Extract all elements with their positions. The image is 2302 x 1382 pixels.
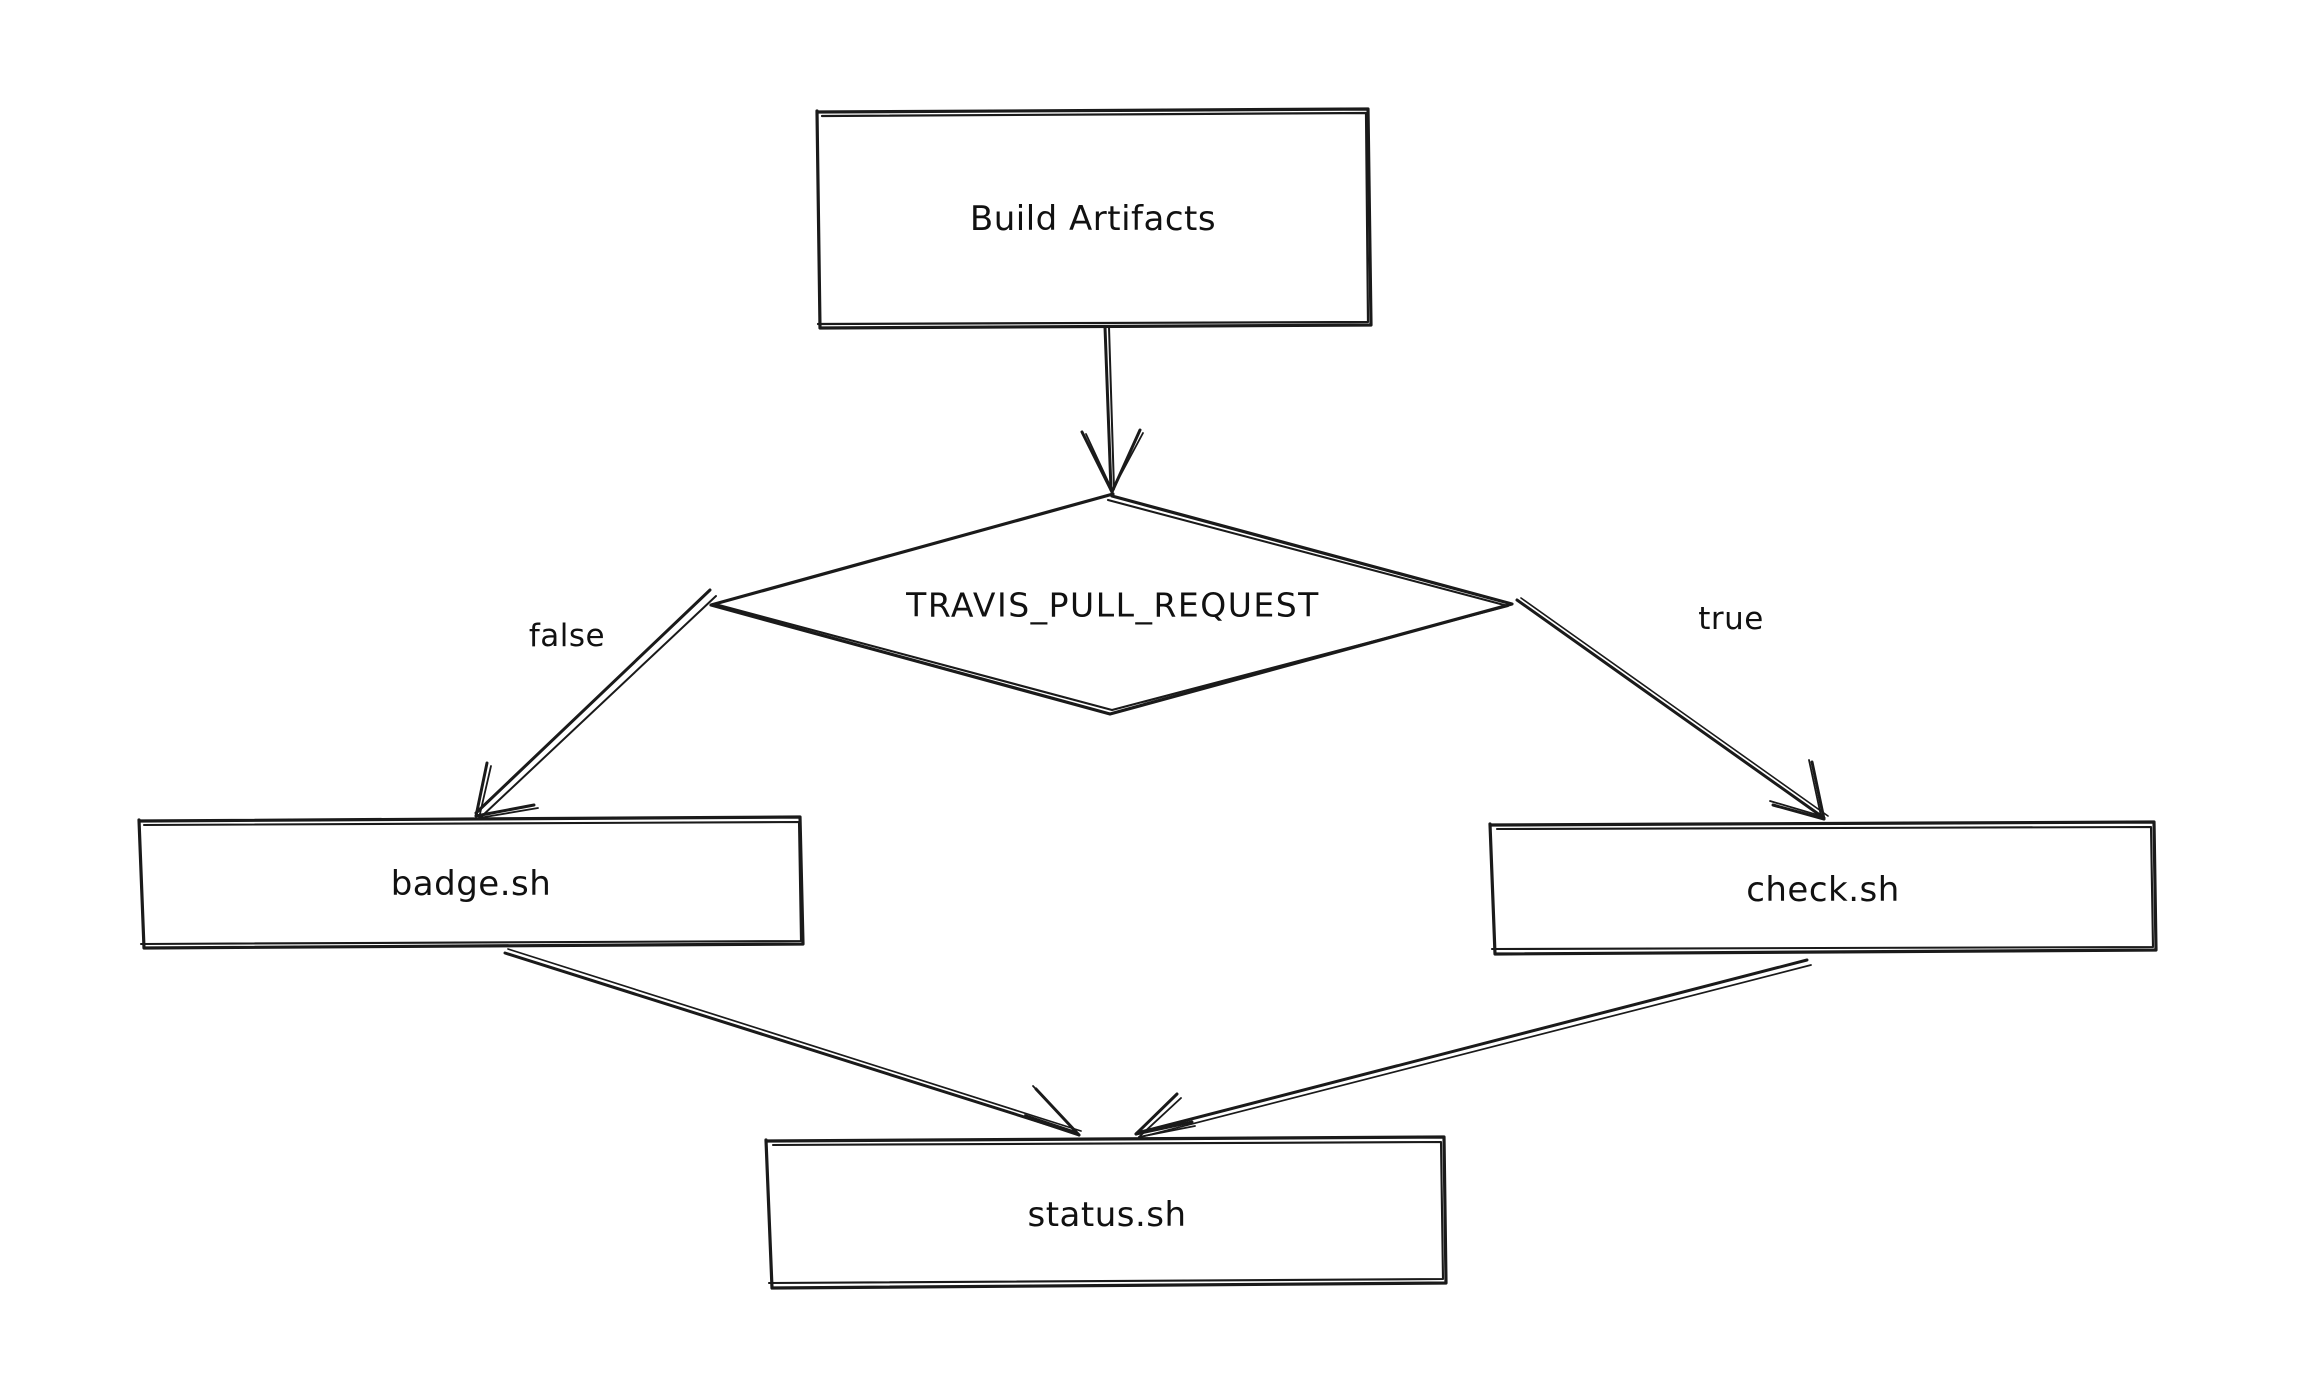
edge-label-true: true — [1698, 601, 1764, 637]
node-label-check-sh: check.sh — [1746, 870, 1900, 910]
node-label-badge-sh: badge.sh — [390, 864, 552, 904]
node-badge-sh[interactable] — [137, 815, 805, 950]
node-label-build-artifacts: Build Artifacts — [969, 199, 1217, 239]
edge-build-to-decision — [1080, 325, 1144, 494]
node-label-status-sh: status.sh — [1027, 1195, 1187, 1235]
node-label-travis-pull-request: TRAVIS_PULL_REQUEST — [906, 585, 1320, 625]
edge-decision-to-check — [1515, 597, 1829, 821]
edge-check-to-status — [1134, 958, 1812, 1138]
node-build-artifacts[interactable] — [815, 107, 1373, 330]
node-status-sh[interactable] — [764, 1135, 1448, 1290]
edge-decision-to-badge — [474, 588, 717, 819]
node-check-sh[interactable] — [1488, 820, 2158, 956]
edge-badge-to-status — [503, 948, 1082, 1137]
edge-label-false: false — [528, 618, 606, 654]
node-travis-pull-request[interactable] — [709, 492, 1514, 716]
